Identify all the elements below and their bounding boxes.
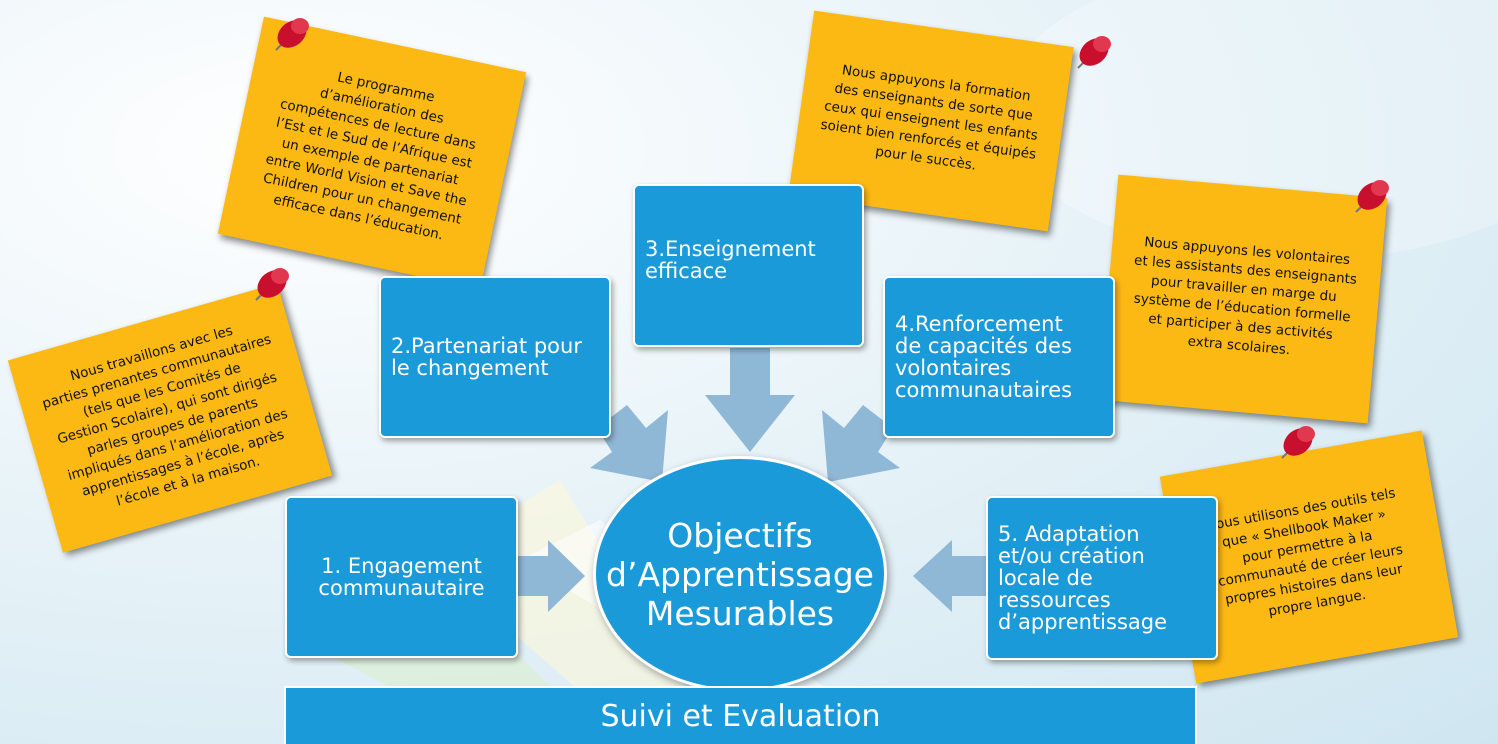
box-line: 2.Partenariat pour	[391, 334, 582, 358]
box-line: volontaires	[895, 356, 1012, 380]
box-line: d’apprentissage	[998, 610, 1168, 634]
box-engagement: 1. Engagement communautaire	[285, 496, 518, 658]
box-line: 4.Renforcement	[895, 312, 1063, 336]
box-enseignement: 3.Enseignement efficace	[633, 184, 864, 347]
box-line: 5. Adaptation	[998, 522, 1140, 546]
box-line: et/ou création	[998, 544, 1145, 568]
arrow-right-icon	[518, 540, 585, 612]
center-line: Mesurables	[645, 593, 835, 633]
pushpin-icon	[1355, 180, 1389, 213]
box-line: ressources	[998, 588, 1111, 612]
pushpin-icon	[1077, 36, 1111, 69]
bottom-bar-label: Suivi et Evaluation	[600, 698, 881, 734]
box-line: communautaire	[318, 576, 485, 600]
box-renforcement: 4.Renforcement de capacités des volontai…	[883, 276, 1115, 438]
box-line: locale de	[998, 566, 1093, 590]
box-line: 1. Engagement	[321, 554, 482, 578]
pushpin-icon	[275, 18, 309, 51]
arrow-diagonal-left-icon	[822, 405, 900, 482]
suivi-evaluation-bar: Suivi et Evaluation	[284, 686, 1197, 744]
arrow-down-icon	[705, 348, 795, 452]
box-line: efficace	[645, 259, 728, 283]
box-line: le changement	[391, 356, 549, 380]
center-objective: Objectifs d’Apprentissage Mesurables	[593, 456, 887, 692]
box-line: de capacités des	[895, 334, 1072, 358]
center-line: d’Apprentissage	[606, 554, 874, 594]
box-line: 3.Enseignement	[645, 237, 816, 261]
center-line: Objectifs	[667, 515, 813, 555]
box-adaptation: 5. Adaptation et/ou création locale de r…	[986, 496, 1218, 660]
box-partenariat: 2.Partenariat pour le changement	[379, 276, 611, 438]
box-line: communautaires	[895, 378, 1073, 402]
arrow-left-icon	[913, 540, 986, 612]
pushpin-icon	[1281, 426, 1315, 459]
pushpin-icon	[255, 268, 289, 301]
